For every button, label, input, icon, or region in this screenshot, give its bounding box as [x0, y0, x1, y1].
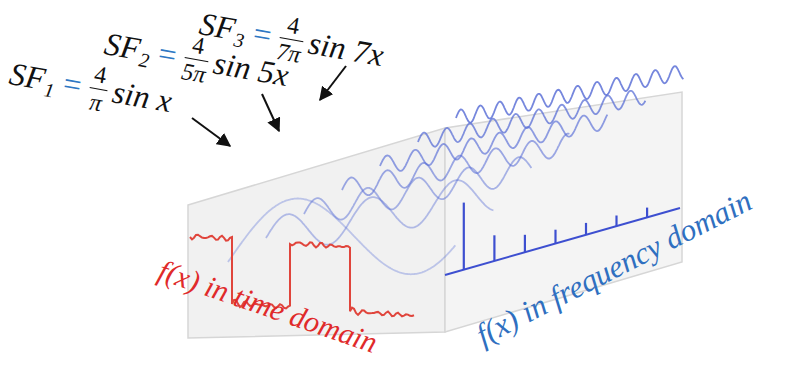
equals-sign: =: [251, 14, 275, 54]
frequency-domain-label: f(x) in frequency domain: [471, 184, 758, 353]
sine-term: sin x: [110, 73, 175, 120]
series-term-name: SF: [7, 55, 48, 98]
series-term-name: SF: [197, 5, 238, 48]
spectrum-line: [493, 235, 495, 261]
sine-wave: [342, 134, 569, 196]
fraction: 4π: [85, 61, 112, 117]
leader-arrow: [320, 66, 346, 100]
sine-wave: [380, 115, 607, 171]
denominator: π: [85, 87, 107, 116]
spectrum-line: [554, 230, 556, 244]
leader-arrow: [192, 118, 230, 146]
fraction: 47π: [275, 11, 308, 68]
spectrum-line: [646, 208, 648, 218]
sine-wave: [418, 91, 645, 147]
formula-group: SF1=4πsin x: [5, 44, 177, 130]
denominator: 7π: [275, 37, 303, 67]
spectrum-line: [585, 223, 587, 235]
sine-wave: [228, 199, 455, 275]
spectrum-line: [463, 203, 465, 270]
leader-arrow: [262, 94, 279, 131]
sine-wave: [304, 157, 531, 219]
numerator: 4: [279, 11, 307, 42]
time-domain-label: f(x) in time domain: [154, 253, 381, 359]
equals-sign: =: [61, 64, 85, 104]
spectrum-line: [524, 235, 526, 252]
spectrum-line: [615, 216, 617, 227]
numerator: 4: [89, 61, 111, 91]
series-term-name: SF: [102, 25, 143, 68]
sine-wave: [456, 66, 683, 123]
sine-term: sin 7x: [306, 24, 387, 74]
sine-wave: [266, 180, 493, 245]
equals-sign: =: [156, 34, 180, 74]
denominator: 5π: [180, 57, 208, 87]
